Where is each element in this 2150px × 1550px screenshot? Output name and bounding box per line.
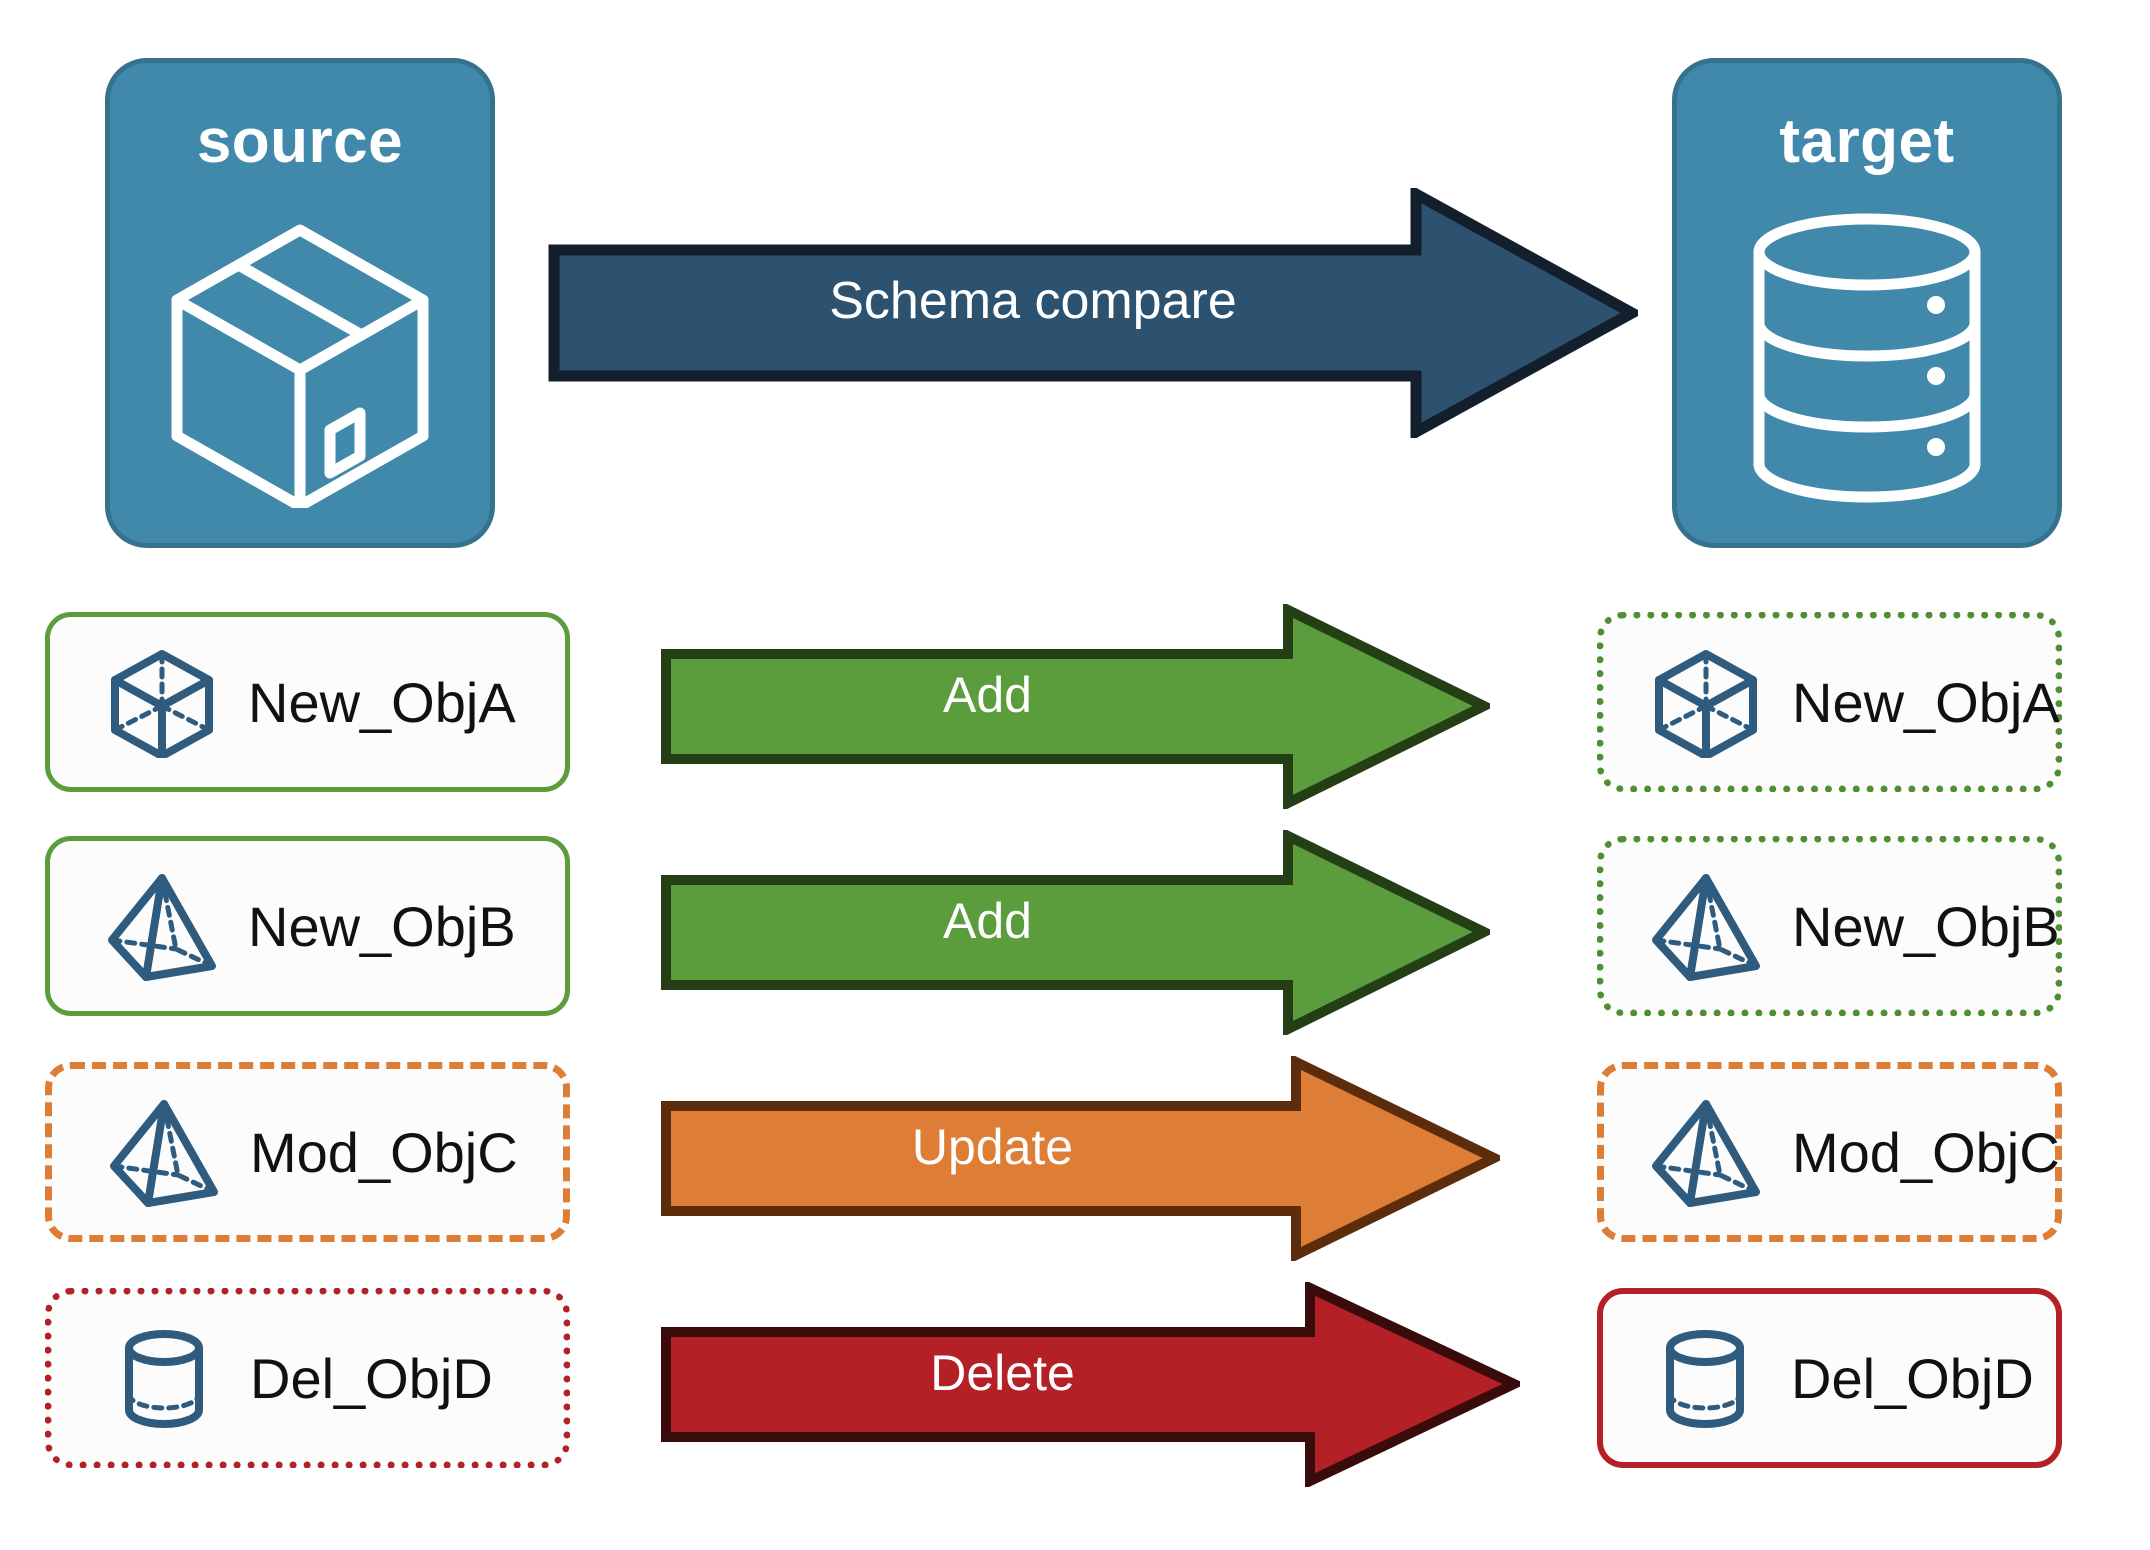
wireframe-pyramid-icon <box>104 1092 224 1212</box>
compare-row: Mod_ObjC Mod_ObjC <box>0 1062 2150 1252</box>
wireframe-pyramid-icon <box>1646 1092 1766 1212</box>
target-object-box[interactable]: Del_ObjD <box>1597 1288 2062 1468</box>
package-box-icon <box>110 173 490 543</box>
action-arrow-update[interactable]: Update <box>660 1056 1500 1261</box>
database-cylinder-icon <box>1677 173 2057 543</box>
target-object-box[interactable]: New_ObjB <box>1597 836 2062 1016</box>
action-arrow-add[interactable]: Add <box>660 830 1490 1035</box>
source-object-label: New_ObjB <box>248 894 516 958</box>
compare-row: New_ObjB New_ObjB <box>0 836 2150 1026</box>
endpoint-card-target[interactable]: target <box>1672 58 2062 548</box>
compare-row: Del_ObjD Del_ObjD <box>0 1288 2150 1478</box>
target-object-label: New_ObjA <box>1792 670 2060 734</box>
source-object-label: Mod_ObjC <box>250 1120 518 1184</box>
source-object-box[interactable]: Mod_ObjC <box>45 1062 570 1242</box>
wireframe-cube-icon <box>102 642 222 762</box>
endpoint-card-source[interactable]: source <box>105 58 495 548</box>
source-object-label: New_ObjA <box>248 670 516 734</box>
source-object-box[interactable]: New_ObjA <box>45 612 570 792</box>
wireframe-cylinder-icon <box>1645 1318 1765 1438</box>
wireframe-cylinder-icon <box>104 1318 224 1438</box>
schema-compare-arrow[interactable]: Schema compare <box>548 188 1638 438</box>
target-object-box[interactable]: New_ObjA <box>1597 612 2062 792</box>
endpoint-title-source: source <box>196 107 404 176</box>
target-object-label: New_ObjB <box>1792 894 2060 958</box>
source-object-box[interactable]: New_ObjB <box>45 836 570 1016</box>
compare-row: New_ObjA New_ObjA <box>0 612 2150 802</box>
wireframe-pyramid-icon <box>102 866 222 986</box>
target-object-box[interactable]: Mod_ObjC <box>1597 1062 2062 1242</box>
wireframe-pyramid-icon <box>1646 866 1766 986</box>
action-arrow-delete[interactable]: Delete <box>660 1282 1520 1487</box>
wireframe-cube-icon <box>1646 642 1766 762</box>
target-object-label: Del_ObjD <box>1791 1346 2034 1410</box>
source-object-box[interactable]: Del_ObjD <box>45 1288 570 1468</box>
action-arrow-add[interactable]: Add <box>660 604 1490 809</box>
source-object-label: Del_ObjD <box>250 1346 493 1410</box>
endpoint-title-target: target <box>1779 107 1955 176</box>
target-object-label: Mod_ObjC <box>1792 1120 2060 1184</box>
